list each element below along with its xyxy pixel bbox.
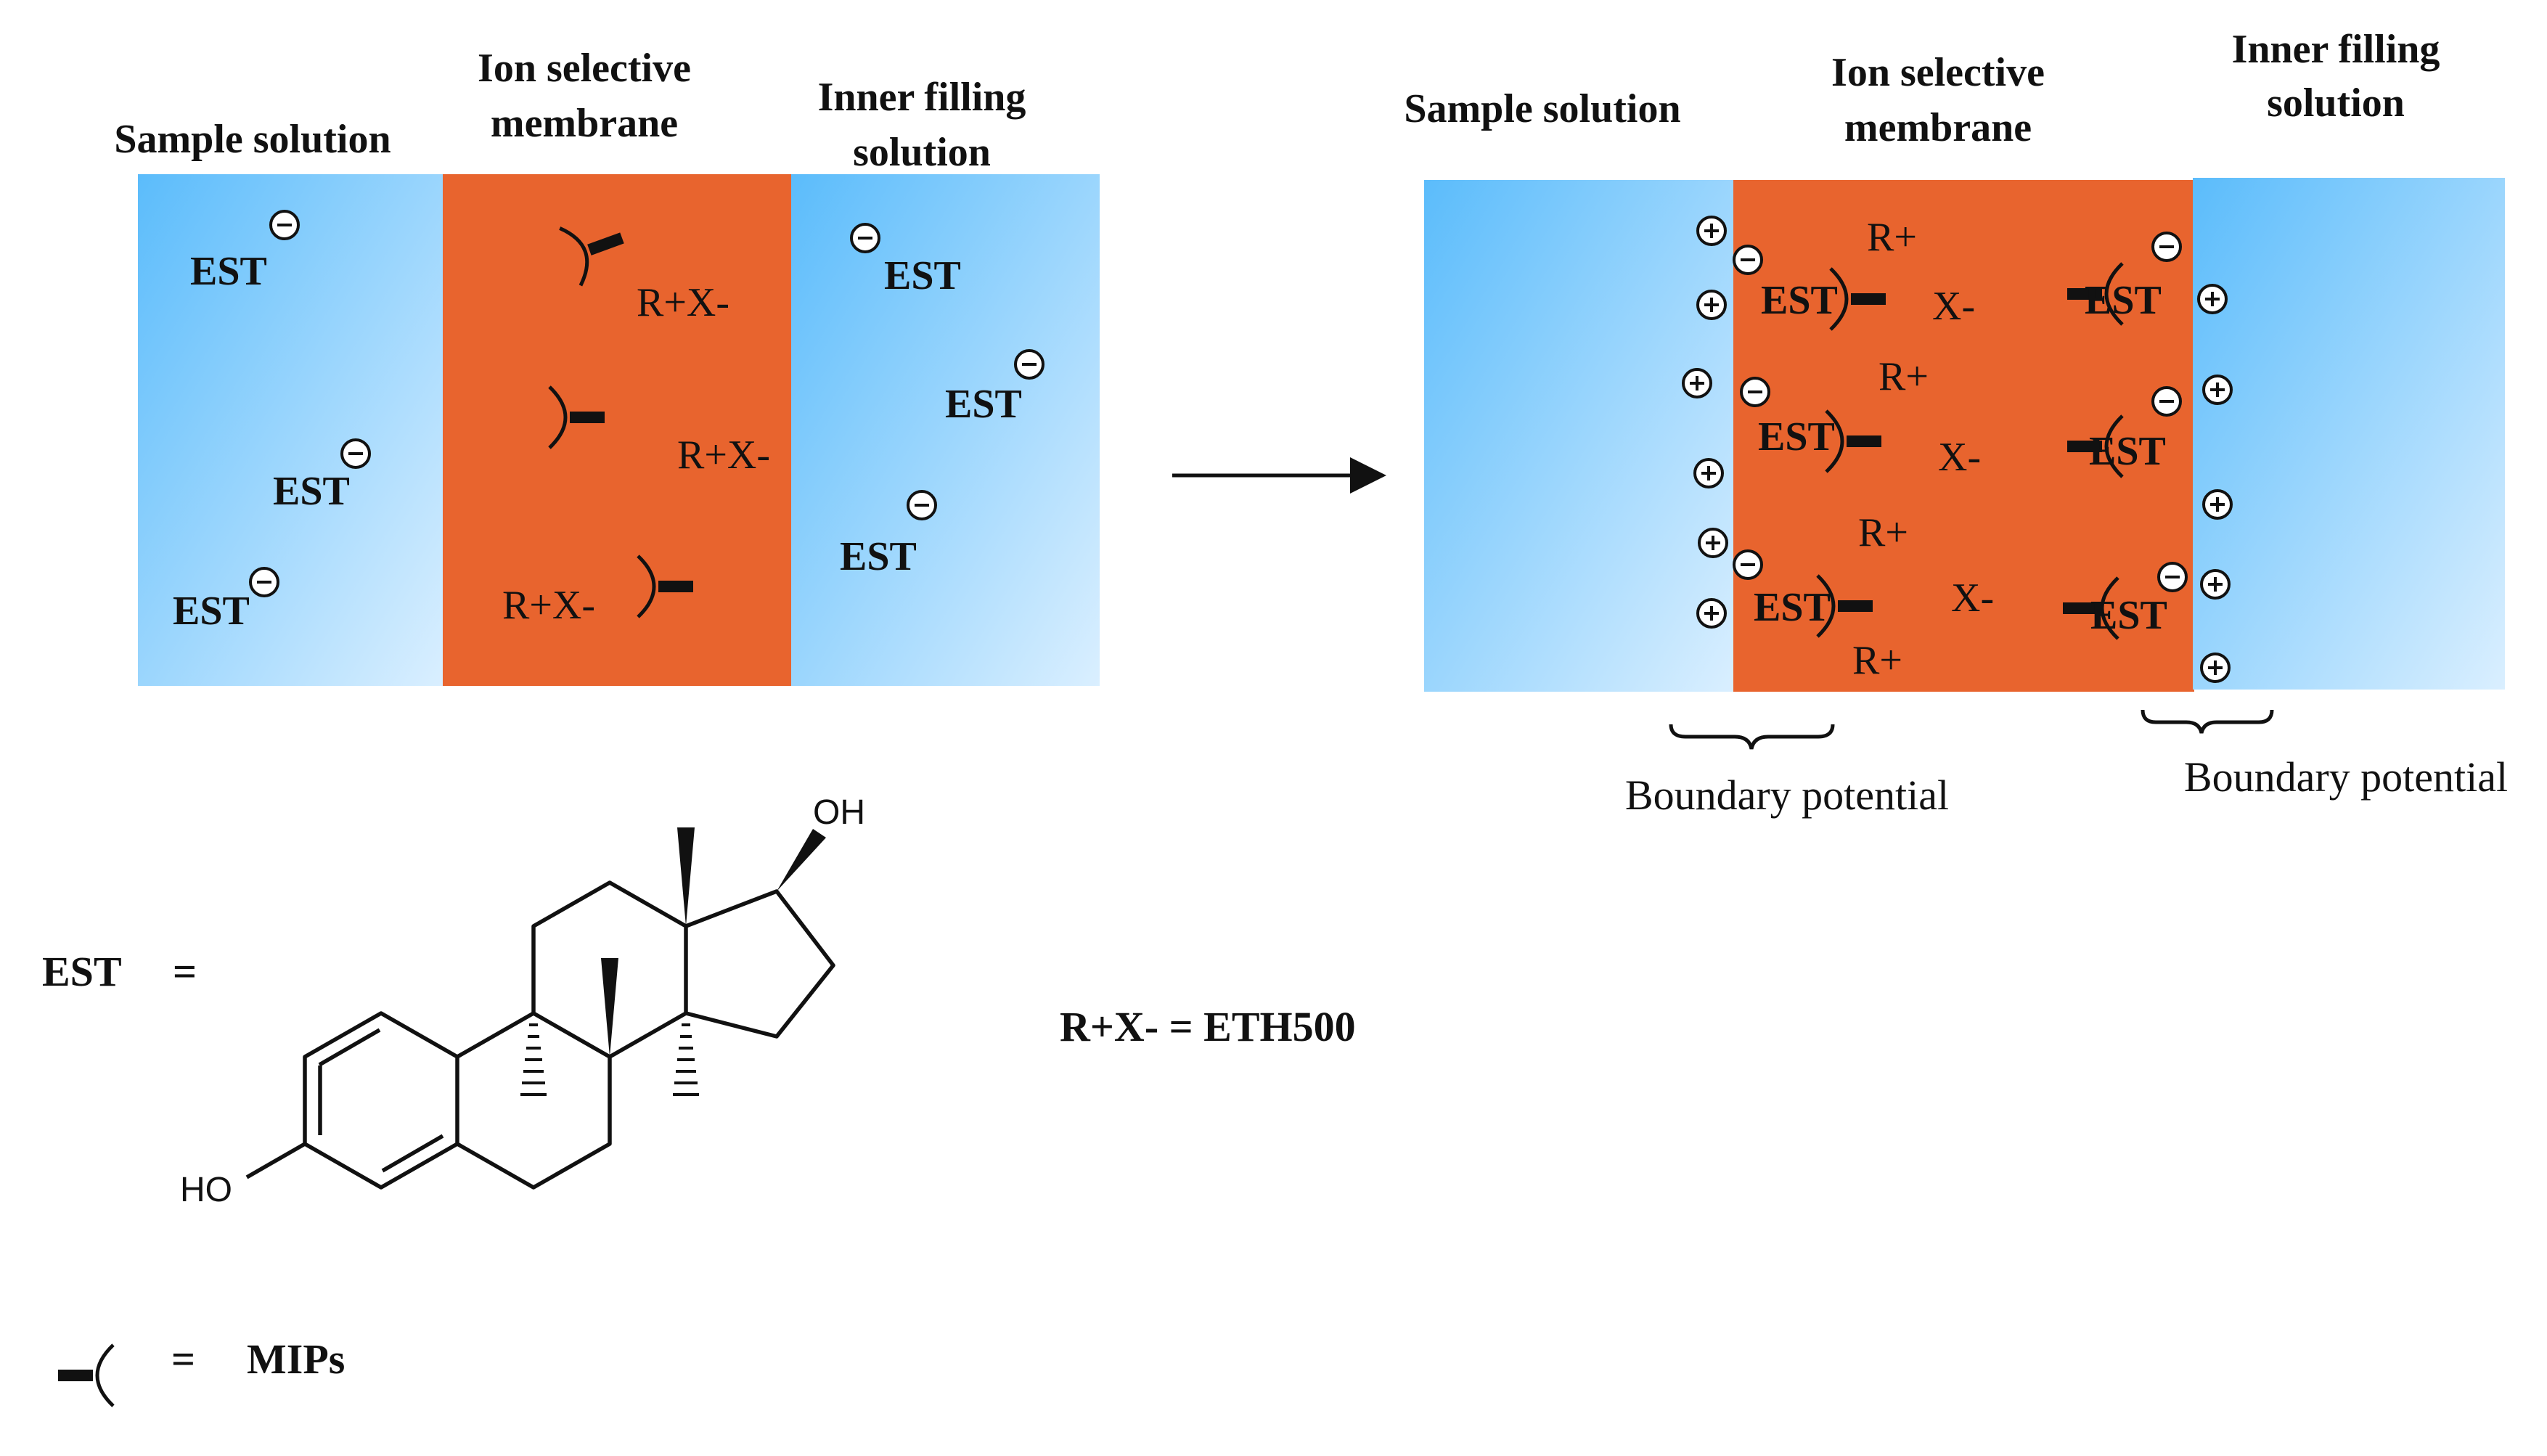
left-inner-label-1: Inner filling bbox=[818, 75, 1026, 120]
minus-circle-icon bbox=[850, 223, 880, 253]
plus-circle-icon bbox=[2202, 375, 2233, 405]
mips-legend: = MIPs bbox=[58, 1336, 345, 1406]
est-ion-label: EST bbox=[945, 382, 1022, 427]
est-ion-label: EST bbox=[2085, 278, 2162, 323]
est-ion-label: EST bbox=[173, 589, 250, 634]
left-membrane-label-2: membrane bbox=[491, 101, 678, 146]
est-legend-equals: = bbox=[173, 948, 197, 995]
boundary-brace-right bbox=[2141, 709, 2274, 734]
right-panel: Sample solution Ion selective membrane I… bbox=[1404, 27, 2508, 819]
est-ion-label: EST bbox=[1758, 414, 1835, 459]
plus-circle-icon bbox=[2197, 284, 2228, 314]
minus-circle-icon bbox=[2151, 386, 2182, 417]
plus-circle-icon bbox=[1696, 598, 1727, 629]
plus-circle-icon bbox=[1698, 528, 1728, 558]
right-membrane-label-1: Ion selective bbox=[1831, 50, 2045, 95]
right-sample-solution-box bbox=[1424, 180, 1735, 692]
plus-circle-icon bbox=[1693, 458, 1724, 488]
est-ion-label: EST bbox=[2089, 429, 2166, 474]
left-inner-solution-box bbox=[791, 174, 1100, 686]
est-ion-label: EST bbox=[2090, 593, 2167, 638]
mips-legend-equals: = bbox=[171, 1336, 195, 1383]
left-sample-label: Sample solution bbox=[114, 117, 391, 162]
boundary-potential-left: Boundary potential bbox=[1625, 772, 1949, 819]
right-inner-label-2: solution bbox=[2267, 81, 2405, 126]
plus-circle-icon bbox=[2200, 569, 2231, 600]
r-plus-label: R+ bbox=[1858, 510, 1908, 555]
est-ion-label: EST bbox=[884, 253, 961, 298]
rx-label: R+X- bbox=[637, 280, 729, 325]
est-ion-label: EST bbox=[190, 249, 267, 294]
left-membrane-label-1: Ion selective bbox=[478, 46, 691, 91]
minus-circle-icon bbox=[1733, 549, 1763, 580]
minus-circle-icon bbox=[1733, 245, 1763, 275]
minus-circle-icon bbox=[2151, 232, 2182, 262]
oh-label: OH bbox=[813, 793, 865, 832]
right-membrane-label-2: membrane bbox=[1844, 105, 2032, 150]
plus-circle-icon bbox=[2202, 489, 2233, 520]
left-panel: Sample solution Ion selective membrane I… bbox=[114, 46, 1100, 686]
est-legend: EST = bbox=[42, 793, 865, 1209]
est-ion-label: EST bbox=[1761, 278, 1838, 323]
plus-circle-icon bbox=[1682, 368, 1712, 398]
minus-circle-icon bbox=[249, 567, 279, 597]
right-sample-label: Sample solution bbox=[1404, 86, 1680, 131]
est-ion-label: EST bbox=[273, 469, 350, 514]
right-inner-label-1: Inner filling bbox=[2232, 27, 2440, 72]
plus-circle-icon bbox=[1696, 216, 1727, 246]
left-inner-label-2: solution bbox=[853, 130, 991, 175]
minus-circle-icon bbox=[2157, 562, 2188, 592]
plus-circle-icon bbox=[1696, 290, 1727, 320]
minus-circle-icon bbox=[1014, 349, 1044, 380]
est-ion-label: EST bbox=[840, 534, 917, 579]
left-sample-solution-box bbox=[138, 174, 444, 686]
est-legend-label: EST bbox=[42, 948, 122, 995]
minus-circle-icon bbox=[907, 490, 937, 520]
mips-legend-label: MIPs bbox=[247, 1336, 345, 1383]
plus-circle-icon bbox=[2200, 653, 2231, 683]
ho-label: HO bbox=[180, 1171, 232, 1209]
x-minus-label: X- bbox=[1951, 576, 1994, 621]
estradiol-structure bbox=[245, 827, 835, 1190]
mip-receptor-icon bbox=[58, 1345, 113, 1406]
rx-label: R+X- bbox=[677, 433, 770, 478]
est-ion-label: EST bbox=[1754, 585, 1831, 630]
minus-circle-icon bbox=[340, 438, 371, 469]
left-membrane-box bbox=[443, 174, 793, 686]
r-plus-label: R+ bbox=[1878, 354, 1929, 399]
r-plus-label: R+ bbox=[1852, 638, 1902, 683]
minus-circle-icon bbox=[1740, 377, 1770, 407]
rx-label: R+X- bbox=[502, 583, 595, 628]
x-minus-label: X- bbox=[1932, 284, 1975, 329]
boundary-potential-right: Boundary potential bbox=[2184, 753, 2508, 801]
r-plus-label: R+ bbox=[1867, 215, 1917, 260]
right-inner-solution-box bbox=[2193, 178, 2505, 690]
boundary-brace-left bbox=[1669, 724, 1835, 750]
x-minus-label: X- bbox=[1938, 435, 1981, 480]
right-membrane-box bbox=[1733, 180, 2194, 692]
minus-circle-icon bbox=[269, 210, 300, 240]
eth500-legend: R+X- = ETH500 bbox=[1060, 1003, 1356, 1050]
